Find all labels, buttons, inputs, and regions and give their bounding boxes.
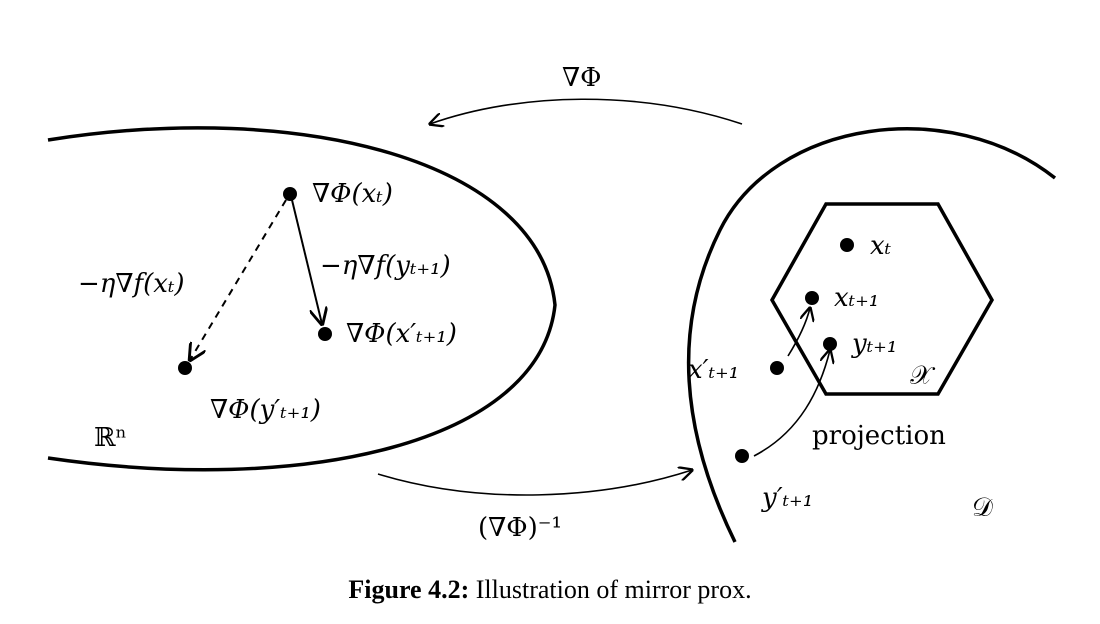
label-point-xt: xₜ (870, 231, 892, 261)
caption-label: Figure 4.2: (348, 575, 469, 604)
label-projection: projection (812, 421, 946, 451)
label-inverse-grad-phi: (∇Φ)⁻¹ (478, 513, 562, 543)
point-grad-phi-yprime (178, 361, 192, 375)
label-space-rn: ℝⁿ (94, 423, 127, 453)
projection-arrow-x (787, 308, 810, 357)
label-domain-d: 𝒟 (972, 493, 993, 523)
point-xt (840, 238, 854, 252)
label-point-yprime: y′ₜ₊₁ (761, 483, 813, 513)
solid-gradient-step-arrow (291, 199, 322, 324)
label-grad-phi-top: ∇Φ (562, 63, 601, 93)
inverse-grad-phi-arrow (377, 470, 692, 496)
domain-d-boundary (686, 127, 1057, 543)
point-xprime (770, 361, 784, 375)
point-yprime (735, 449, 749, 463)
label-step-f-xt: −η∇f(xₜ) (78, 269, 185, 299)
label-grad-phi-xprime: ∇Φ(x′ₜ₊₁) (346, 319, 457, 349)
label-set-x: 𝒳 (910, 361, 936, 391)
label-point-xprime: x′ₜ₊₁ (688, 355, 739, 385)
rn-region-boundary (47, 126, 557, 472)
projection-arrow-y (753, 350, 830, 457)
label-grad-phi-xt: ∇Φ(xₜ) (312, 179, 393, 209)
point-yt1 (823, 337, 837, 351)
figure-caption: Figure 4.2: Illustration of mirror prox. (348, 575, 751, 604)
set-x-hexagon (769, 202, 995, 396)
label-grad-phi-yprime: ∇Φ(y′ₜ₊₁) (210, 395, 321, 425)
caption-text: Illustration of mirror prox. (469, 575, 751, 604)
grad-phi-arrow (430, 98, 743, 124)
label-point-xt1: xₜ₊₁ (834, 283, 879, 313)
label-point-yt1: yₜ₊₁ (851, 329, 897, 359)
dashed-gradient-step-arrow (190, 199, 287, 360)
point-grad-phi-xprime (318, 327, 332, 341)
label-step-f-yt1: −η∇f(yₜ₊₁) (320, 251, 451, 281)
point-grad-phi-xt (283, 187, 297, 201)
point-xt1 (805, 291, 819, 305)
